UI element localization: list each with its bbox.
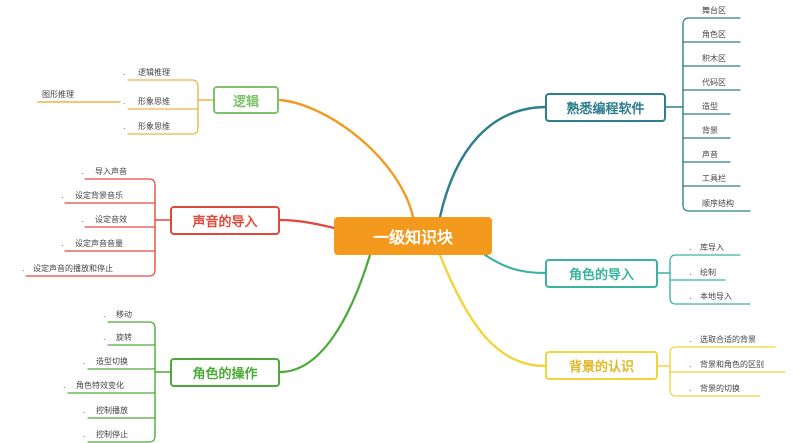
- bullet-dot: .: [103, 310, 106, 319]
- branch-tool-label: 熟悉编程软件: [566, 102, 645, 117]
- bullet-dot: .: [689, 384, 692, 393]
- bracket-sound-underline: [84, 178, 156, 186]
- bracket-actor-import-underline: [669, 297, 751, 305]
- bracket-actor-op-underline: [87, 435, 156, 443]
- bracket-actor-op-underline: [107, 321, 156, 329]
- logic-leaf[interactable]: 形象思维: [138, 97, 170, 106]
- actor-import-leaf[interactable]: 绘制: [700, 268, 716, 277]
- connector-root-sound: [278, 218, 336, 230]
- bullet-dot: .: [103, 333, 106, 342]
- root-node-label: 一级知识块: [372, 228, 453, 247]
- branch-actor-import-label: 角色的导入: [568, 268, 634, 283]
- connector-root-actor-op: [278, 253, 372, 374]
- bg-leaf[interactable]: 背景和角色的区别: [700, 360, 764, 369]
- sound-leaf[interactable]: 设定声音音量: [75, 239, 123, 248]
- bullet-dot: .: [123, 97, 126, 106]
- bullet-dot: .: [83, 406, 86, 415]
- connector-root-logic: [278, 98, 415, 219]
- actor-op-leaf[interactable]: 造型切换: [96, 357, 128, 366]
- bullet-dot: .: [689, 292, 692, 301]
- bullet-dot: .: [22, 264, 25, 273]
- connector-root-bg: [438, 253, 547, 368]
- tool-leaf[interactable]: 积木区: [702, 54, 726, 63]
- bullet-dot: .: [61, 239, 64, 248]
- bullet-dot: .: [61, 191, 64, 200]
- logic-leaf[interactable]: 形象思维: [138, 122, 170, 131]
- sound-leaf[interactable]: 导入声音: [95, 167, 127, 176]
- branch-sound[interactable]: 声音的导入: [170, 206, 280, 235]
- bracket-logic-underline: [127, 127, 199, 135]
- bg-leaf[interactable]: 选取合适的背景: [700, 335, 756, 344]
- connector-root-actor-import: [483, 253, 547, 275]
- branch-bg[interactable]: 背景的认识: [545, 351, 658, 380]
- bullet-dot: .: [689, 360, 692, 369]
- sound-leaf[interactable]: 设定背景音乐: [75, 191, 123, 200]
- actor-op-leaf[interactable]: 控制停止: [96, 430, 128, 439]
- tool-leaf[interactable]: 工具栏: [702, 174, 726, 183]
- bullet-dot: .: [83, 357, 86, 366]
- tool-leaf[interactable]: 造型: [702, 102, 718, 111]
- bullet-dot: .: [689, 268, 692, 277]
- bullet-dot: .: [689, 335, 692, 344]
- connector-root-tool: [438, 105, 547, 219]
- tool-leaf[interactable]: 角色区: [702, 30, 726, 39]
- sound-leaf[interactable]: 设定音效: [95, 215, 127, 224]
- bullet-dot: .: [81, 167, 84, 176]
- actor-op-leaf[interactable]: 旋转: [116, 333, 132, 342]
- actor-import-leaf[interactable]: 库导入: [700, 243, 724, 252]
- tool-leaf[interactable]: 代码区: [702, 78, 726, 87]
- bullet-dot: .: [83, 430, 86, 439]
- bullet-dot: .: [123, 68, 126, 77]
- bracket-bg-underline: [669, 389, 761, 397]
- branch-sound-label: 声音的导入: [192, 215, 258, 230]
- bullet-dot: .: [689, 243, 692, 252]
- branch-tool[interactable]: 熟悉编程软件: [545, 93, 666, 122]
- bracket-bg-underline: [669, 346, 776, 354]
- actor-op-leaf[interactable]: 控制播放: [96, 406, 128, 415]
- sound-leaf[interactable]: 设定声音的播放和停止: [33, 264, 113, 273]
- tool-leaf[interactable]: 顺序结构: [702, 199, 734, 208]
- branch-logic-label: 逻辑: [232, 94, 259, 110]
- branch-logic[interactable]: 逻辑: [213, 86, 279, 114]
- actor-import-leaf[interactable]: 本地导入: [700, 292, 732, 301]
- branch-actor-op-label: 角色的操作: [192, 367, 258, 382]
- bullet-dot: .: [81, 215, 84, 224]
- bracket-tool-underline: [682, 17, 741, 25]
- bracket-logic-underline: [127, 79, 199, 87]
- tool-leaf[interactable]: 背景: [702, 126, 718, 135]
- bracket-sound-underline: [25, 269, 156, 277]
- bg-leaf[interactable]: 背景的切换: [700, 384, 740, 393]
- bracket-actor-import-underline: [669, 254, 741, 262]
- root-node[interactable]: 一级知识块: [334, 217, 492, 255]
- logic-sub-label[interactable]: 图形推理: [42, 90, 74, 99]
- logic-leaf[interactable]: 逻辑推理: [138, 68, 170, 77]
- actor-op-leaf[interactable]: 移动: [116, 310, 132, 319]
- tool-leaf[interactable]: 声音: [702, 150, 718, 159]
- bullet-dot: .: [123, 122, 126, 131]
- bracket-tool-underline: [682, 204, 751, 212]
- branch-actor-import[interactable]: 角色的导入: [545, 259, 658, 288]
- branch-actor-op[interactable]: 角色的操作: [170, 358, 280, 387]
- bullet-dot: .: [63, 381, 66, 390]
- branch-bg-label: 背景的认识: [568, 360, 634, 375]
- tool-leaf[interactable]: 舞台区: [702, 6, 726, 15]
- actor-op-leaf[interactable]: 角色特效变化: [76, 381, 124, 390]
